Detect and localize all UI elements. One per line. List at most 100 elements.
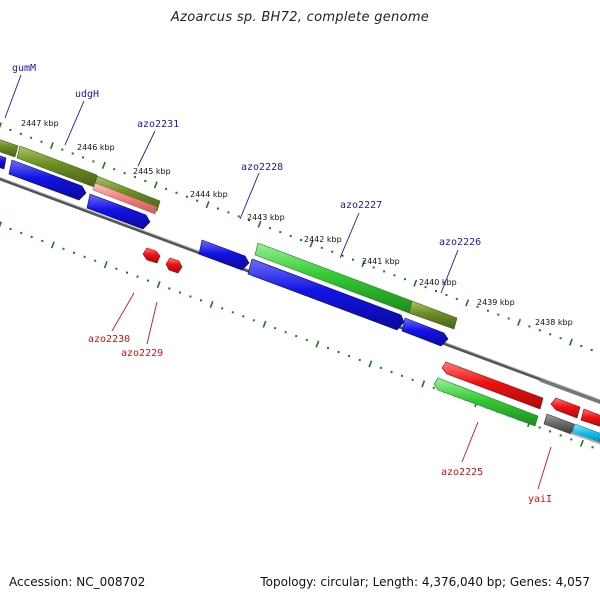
reverse-strand-features: [142, 247, 600, 445]
cds-feature[interactable]: [433, 377, 539, 427]
ruler-tick: [465, 299, 470, 307]
cds-feature[interactable]: [0, 138, 19, 158]
ruler-dot: [289, 235, 292, 237]
ruler-dot: [178, 291, 181, 294]
cds-feature[interactable]: [401, 317, 449, 347]
ruler-dot: [168, 287, 171, 290]
ruler-dot: [185, 195, 188, 198]
ruler-dot: [30, 136, 33, 139]
ruler-dot: [445, 294, 448, 296]
gene-label-azo2229[interactable]: azo2229: [121, 348, 163, 359]
ruler-dot: [320, 246, 323, 249]
gene-label-yaiI[interactable]: yaiI: [528, 494, 552, 505]
ruler-dot: [327, 347, 329, 350]
ruler-dot: [284, 331, 287, 334]
ruler-dot: [348, 355, 351, 357]
ruler-label: 2447 kbp: [21, 119, 59, 128]
map-title: Azoarcus sp. BH72, complete genome: [170, 10, 430, 25]
cds-feature[interactable]: [142, 247, 161, 264]
ruler-dot: [528, 325, 531, 328]
ruler-label: 2439 kbp: [477, 298, 515, 307]
ruler-tick: [153, 181, 158, 189]
ruler-tick: [309, 240, 314, 248]
ruler-dot: [403, 278, 406, 281]
ruler-dot: [136, 275, 139, 278]
ruler-dot: [372, 266, 375, 269]
ruler-dot: [383, 270, 386, 273]
cds-feature[interactable]: [543, 413, 575, 435]
gene-label-azo2227[interactable]: azo2227: [340, 200, 382, 211]
ruler-dot: [126, 271, 128, 274]
ruler-dot: [41, 239, 44, 242]
cds-feature[interactable]: [571, 423, 600, 443]
ruler-dot: [175, 191, 178, 194]
cds-feature[interactable]: [8, 159, 87, 201]
cds-feature[interactable]: [92, 182, 158, 215]
ruler-dot: [19, 132, 22, 135]
cds-feature[interactable]: [441, 361, 544, 410]
ruler-dot: [71, 152, 74, 155]
ruler-dot: [331, 250, 334, 253]
ruler-tick: [101, 161, 106, 169]
cds-feature[interactable]: [198, 239, 250, 271]
ruler-label: 2445 kbp: [133, 167, 171, 176]
ruler-label: 2444 kbp: [190, 190, 228, 199]
ruler-dot: [393, 274, 396, 277]
ruler-label: 2443 kbp: [247, 213, 285, 222]
ruler-dot: [580, 345, 583, 347]
gene-label-gumM[interactable]: gumM: [12, 63, 36, 74]
ruler-tick: [368, 360, 373, 368]
ruler-tick: [262, 320, 267, 328]
ruler-dot: [538, 329, 541, 332]
ruler-dot: [242, 315, 245, 318]
cds-feature[interactable]: [0, 154, 7, 170]
ruler-dot: [248, 219, 251, 222]
ruler-tick: [568, 338, 573, 346]
ruler-dot: [337, 351, 340, 353]
accession-text: Accession: NC_008702: [9, 575, 146, 589]
ruler-tick: [209, 300, 214, 308]
ruler-dot: [358, 359, 361, 361]
ruler-dot: [221, 307, 224, 310]
ruler-dot: [268, 227, 271, 230]
cds-feature[interactable]: [580, 408, 600, 427]
ruler-label: 2440 kbp: [419, 278, 457, 287]
ruler-dot: [82, 156, 84, 159]
genome-summary-text: Topology: circular; Length: 4,376,040 bp…: [260, 575, 590, 589]
gene-label-azo2226[interactable]: azo2226: [439, 237, 481, 248]
ruler-dot: [538, 426, 541, 429]
ruler-tick: [361, 260, 366, 268]
ruler-dot: [20, 231, 23, 234]
ruler-dot: [40, 140, 43, 143]
ruler-tick: [315, 340, 320, 348]
cds-feature[interactable]: [247, 258, 405, 331]
ruler-dot: [200, 299, 202, 302]
ruler-dot: [559, 434, 562, 437]
forward-label-leaders: [4, 74, 459, 294]
cds-feature[interactable]: [408, 300, 458, 330]
gene-label-azo2225[interactable]: azo2225: [441, 467, 483, 478]
ruler-dot: [549, 333, 552, 336]
forward-strand-features: [0, 138, 458, 347]
cds-feature[interactable]: [550, 397, 581, 419]
gene-label-azo2230[interactable]: azo2230: [88, 334, 130, 345]
ruler-labels: 2447 kbp 2446 kbp 2445 kbp 2444 kbp 2443…: [21, 119, 573, 327]
reverse-gene-labels: azo2230 azo2229 azo2225 yaiI: [88, 334, 552, 505]
ruler-label: 2441 kbp: [362, 257, 400, 266]
ruler-dot: [83, 255, 86, 258]
ruler-label: 2442 kbp: [304, 235, 342, 244]
ruler-dot: [300, 239, 303, 241]
outer-ruler: [0, 122, 593, 351]
ruler-dot: [507, 317, 510, 320]
ruler-dot: [341, 254, 344, 257]
ruler-label: 2446 kbp: [77, 143, 115, 152]
ruler-dot: [424, 286, 427, 289]
gene-label-udgH[interactable]: udgH: [75, 89, 99, 100]
ruler-dot: [62, 247, 65, 250]
cds-feature[interactable]: [165, 257, 183, 274]
gene-label-azo2231[interactable]: azo2231: [137, 119, 179, 130]
gene-label-azo2228[interactable]: azo2228: [241, 162, 283, 173]
forward-gene-labels: gumM udgH azo2231 azo2228 azo2227 azo222…: [12, 63, 481, 248]
cds-feature[interactable]: [86, 193, 151, 230]
ruler-tick: [0, 122, 2, 129]
